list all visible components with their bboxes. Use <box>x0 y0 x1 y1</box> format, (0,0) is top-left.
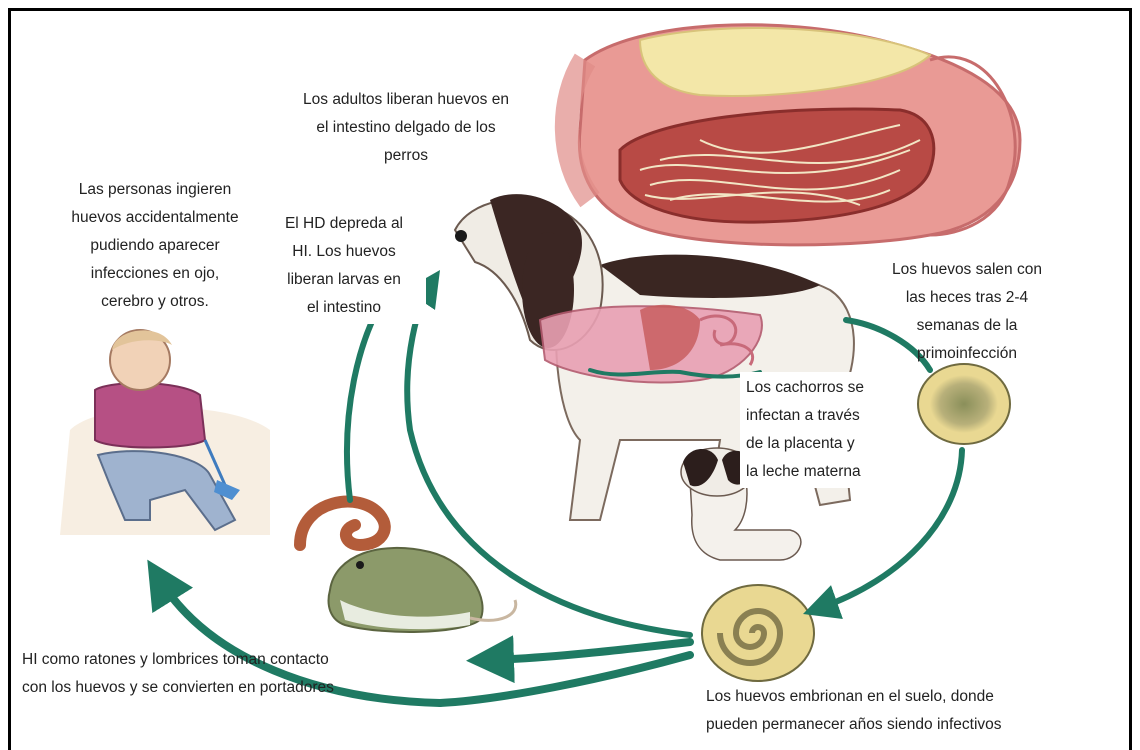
egg-unembryonated <box>918 364 1010 444</box>
child-illustration <box>60 330 270 535</box>
caption-people-ingest-eggs: Las personas ingieren huevos accidentalm… <box>55 176 255 316</box>
caption-hd-preys-hi: El HD depreda al HI. Los huevos liberan … <box>262 208 426 324</box>
caption-eggs-embryonate: Los huevos embrionan en el suelo, donde … <box>706 683 1086 739</box>
caption-adults-release-eggs: Los adultos liberan huevos en el intesti… <box>276 86 536 170</box>
caption-puppies-infection: Los cachorros se infectan a través de la… <box>740 372 910 488</box>
egg-embryonated <box>702 585 814 681</box>
intestine-illustration <box>567 25 1020 245</box>
caption-intermediate-hosts: HI como ratones y lombrices toman contac… <box>22 646 442 702</box>
caption-eggs-in-feces: Los huevos salen con las heces tras 2-4 … <box>872 256 1062 368</box>
mouse-and-worm-illustration <box>300 502 516 632</box>
